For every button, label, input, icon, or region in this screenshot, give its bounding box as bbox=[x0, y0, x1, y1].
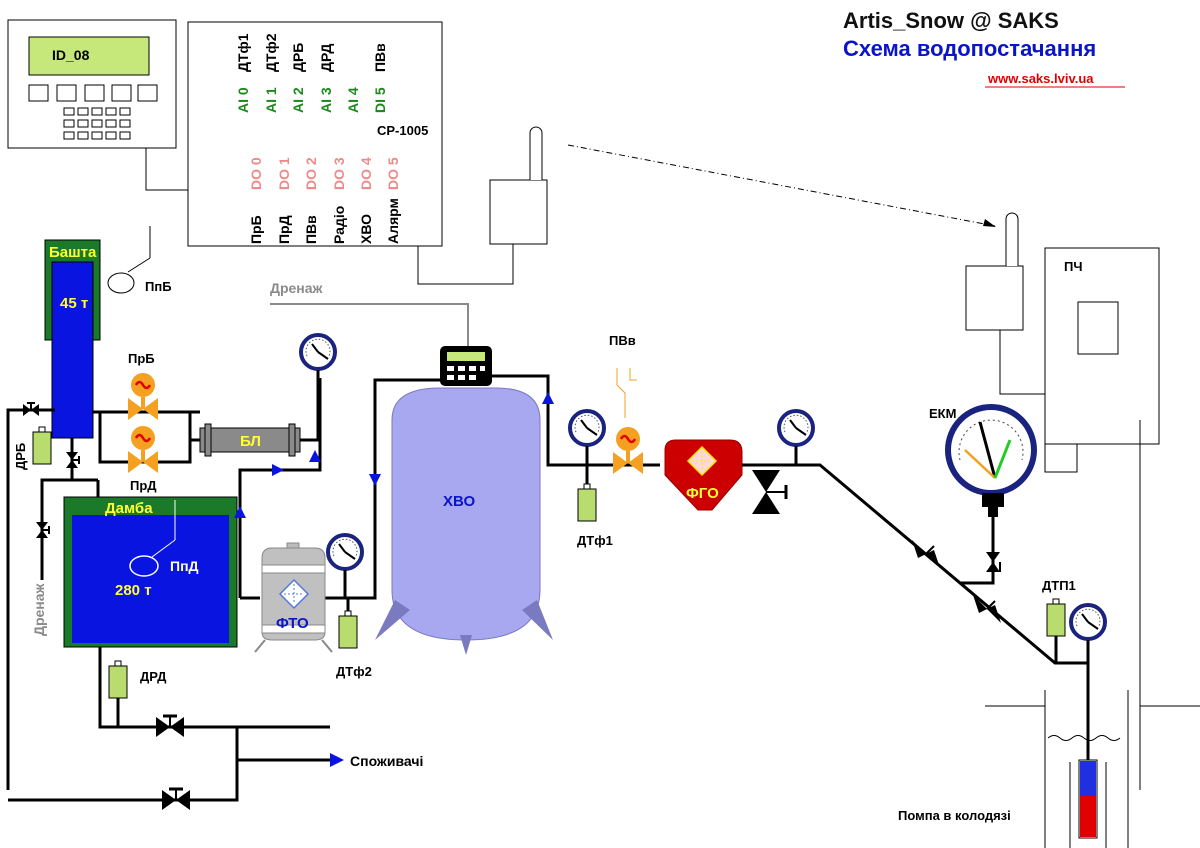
dam-volume: 280 т bbox=[115, 582, 152, 599]
ekm-pressure-switch: ЕКМ bbox=[929, 404, 1037, 517]
drd-label: ДРД bbox=[140, 669, 167, 684]
panel-display-text: ID_08 bbox=[52, 47, 90, 63]
ai-signal-label: ПВв bbox=[372, 43, 388, 72]
dtf1-sensor bbox=[577, 483, 597, 522]
dtf1-label: ДТф1 bbox=[577, 533, 613, 548]
radio-modem-right bbox=[965, 265, 1024, 331]
valve-tower-bottom[interactable] bbox=[65, 451, 80, 469]
pressure-gauge-5 bbox=[1069, 603, 1107, 641]
ai-channel-label: AI 3 bbox=[318, 87, 334, 113]
tower-volume: 45 т bbox=[60, 295, 88, 312]
website-link[interactable]: www.saks.lviv.ua bbox=[987, 71, 1094, 86]
valve-left-top[interactable] bbox=[22, 402, 40, 417]
controller-cp1005: CP-1005 bbox=[187, 21, 443, 247]
do-channel-label: DO 4 bbox=[358, 157, 374, 190]
ai-signal-label: ДРБ bbox=[290, 43, 306, 72]
ai-channel-label: AI 1 bbox=[263, 87, 279, 113]
operator-panel: ID_08 bbox=[7, 19, 177, 149]
do-signal-label: Алярм bbox=[385, 198, 401, 244]
brand-title: Artis_Snow @ SAKS bbox=[843, 8, 1059, 33]
filter-fgo-label: ФГО bbox=[686, 485, 719, 502]
dam-label: Дамба bbox=[105, 500, 153, 517]
ai-signal-label: ДТф1 bbox=[235, 33, 251, 72]
ekm-label: ЕКМ bbox=[929, 406, 956, 421]
filter-fto-label: ФТО bbox=[276, 615, 309, 632]
dam-float-icon bbox=[129, 555, 159, 577]
tower-label: Башта bbox=[49, 244, 97, 261]
do-signal-label: ХВО bbox=[358, 214, 374, 244]
consumers-label: Споживачі bbox=[350, 753, 423, 769]
xvo-tank: ХВО bbox=[375, 387, 553, 655]
valve-line-2[interactable] bbox=[973, 595, 1001, 623]
dtf2-label: ДТф2 bbox=[336, 664, 372, 679]
well: Помпа в колодязі bbox=[898, 690, 1200, 848]
controller-io-labels: ДТф1 AI 0 ДТф2 AI 1 ДРБ AI 2 ДРД AI 3 AI 4 ПВв DI … bbox=[235, 33, 401, 244]
tower-float-label: ПпБ bbox=[145, 279, 172, 294]
do-channel-label: DO 3 bbox=[331, 157, 347, 190]
do-signal-label: ПрБ bbox=[248, 215, 264, 244]
ai-signal-label: ДРД bbox=[318, 44, 334, 72]
drb-sensor bbox=[32, 426, 52, 465]
valve-prd-label: ПрД bbox=[130, 478, 157, 493]
drain-left-label: Дренаж bbox=[31, 582, 47, 636]
ai-channel-label: AI 4 bbox=[345, 87, 361, 113]
xvo-controller-head bbox=[440, 346, 492, 386]
do-channel-label: DO 2 bbox=[303, 157, 319, 190]
filter-bl: БЛ bbox=[199, 423, 301, 457]
dtf2-sensor bbox=[338, 610, 358, 649]
do-channel-label: DO 1 bbox=[276, 157, 292, 190]
antenna-right-icon bbox=[1005, 212, 1019, 266]
pressure-gauge-2 bbox=[326, 533, 364, 571]
do-signal-label: ПрД bbox=[276, 215, 292, 244]
do-signal-label: ПВв bbox=[303, 215, 319, 244]
filter-fgo: ФГО bbox=[664, 439, 743, 511]
pch-label: ПЧ bbox=[1064, 259, 1082, 274]
valve-dam-outlet[interactable] bbox=[154, 714, 186, 739]
dam-reservoir: Дамба 280 т ПпД bbox=[63, 496, 238, 648]
dam-float-label: ПпД bbox=[170, 558, 199, 574]
valve-drain[interactable] bbox=[35, 521, 50, 539]
frequency-converter: ПЧ bbox=[1044, 247, 1160, 445]
valve-prb-label: ПрБ bbox=[128, 351, 155, 366]
valve-vertical[interactable] bbox=[752, 470, 788, 514]
valve-line-1[interactable] bbox=[912, 540, 940, 568]
valve-pvv[interactable] bbox=[611, 425, 645, 476]
controller-model: CP-1005 bbox=[377, 123, 428, 138]
valve-prd[interactable] bbox=[126, 424, 160, 475]
ai-channel-label: AI 2 bbox=[290, 87, 306, 113]
antenna-left-icon bbox=[529, 126, 543, 180]
filter-bl-label: БЛ bbox=[240, 433, 261, 450]
pressure-gauge-4 bbox=[777, 409, 815, 447]
pump-label: Помпа в колодязі bbox=[898, 808, 1011, 823]
do-signal-label: Радіо bbox=[331, 206, 347, 244]
tower-float-switch: ПпБ bbox=[107, 226, 172, 294]
ai-channel-label: AI 0 bbox=[235, 87, 251, 113]
panel-keys[interactable] bbox=[28, 84, 158, 140]
dtp1-sensor bbox=[1046, 598, 1066, 637]
water-tower: Башта 45 т bbox=[44, 239, 101, 439]
do-channel-label: DO 0 bbox=[248, 157, 264, 190]
pvv-label: ПВв bbox=[609, 333, 636, 348]
drb-label: ДРБ bbox=[13, 443, 28, 470]
pressure-gauge-3 bbox=[568, 409, 606, 447]
diagram-title: Схема водопостачання bbox=[843, 36, 1096, 61]
valve-bypass[interactable] bbox=[160, 787, 192, 812]
panel-display bbox=[28, 36, 150, 76]
xvo-label: ХВО bbox=[443, 493, 475, 510]
drain-top-label: Дренаж bbox=[270, 280, 324, 296]
filter-fto: ФТО bbox=[254, 542, 333, 653]
pressure-gauge-1 bbox=[299, 333, 337, 371]
ai-signal-label: ДТф2 bbox=[263, 33, 279, 72]
drd-sensor bbox=[108, 660, 128, 699]
ai-channel-label: DI 5 bbox=[372, 87, 388, 113]
do-channel-label: DO 5 bbox=[385, 157, 401, 190]
dtp1-label: ДТП1 bbox=[1042, 578, 1076, 593]
radio-modem-left bbox=[489, 179, 548, 245]
